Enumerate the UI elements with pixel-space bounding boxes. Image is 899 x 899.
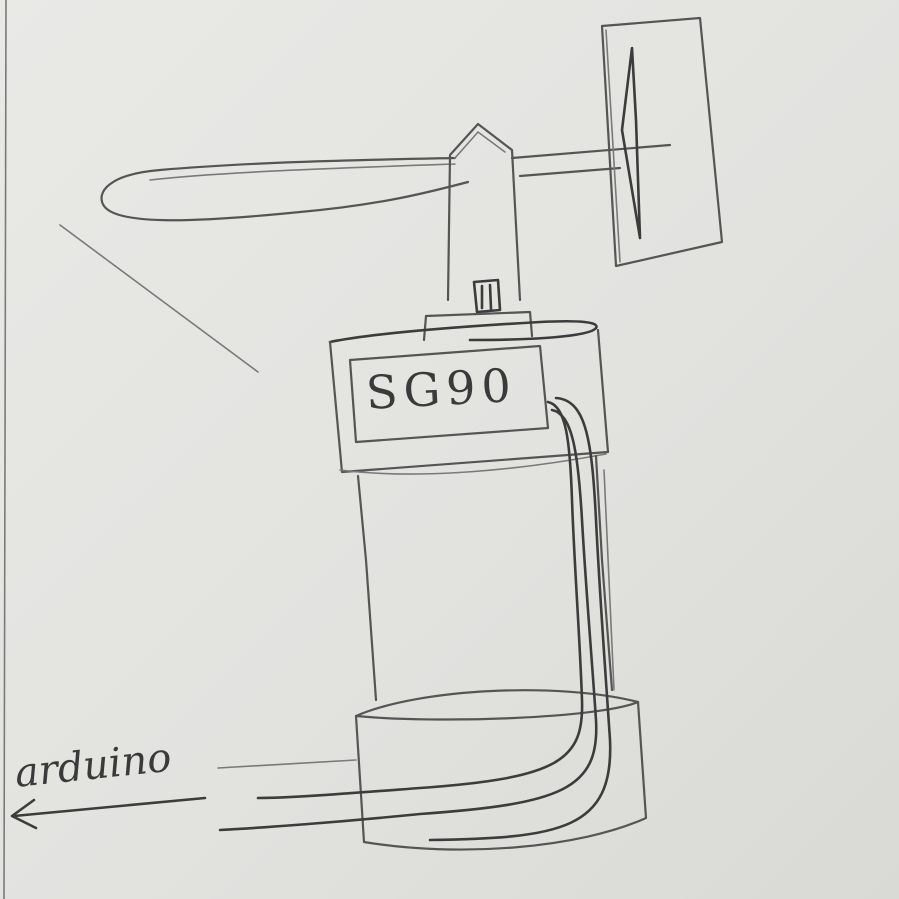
servo-label: SG90 <box>365 358 518 420</box>
